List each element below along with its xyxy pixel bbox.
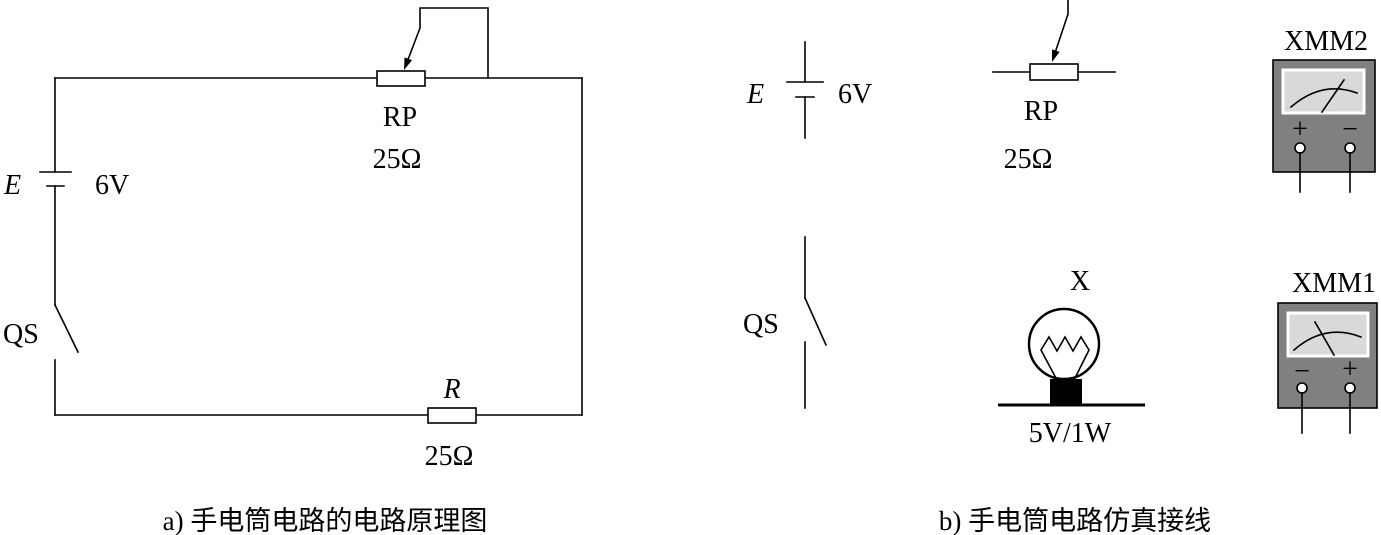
resistor-a-body xyxy=(427,407,477,424)
potentiometer-b-wiper-arrow xyxy=(1052,49,1060,62)
lamp-x: X 5V/1W xyxy=(998,266,1145,449)
multimeter-xmm1-left-terminal-sign: − xyxy=(1294,356,1310,387)
multimeter-xmm2-left-terminal xyxy=(1294,142,1306,154)
lamp-filament xyxy=(1040,335,1090,382)
multimeter-xmm2: XMM2 + − xyxy=(1272,26,1376,193)
multimeter-xmm1-name: XMM1 xyxy=(1292,268,1376,299)
lamp-rating: 5V/1W xyxy=(1029,418,1112,449)
panel-b-simulation: E 6V RP 25Ω XMM2 + − QS X xyxy=(743,0,1378,535)
potentiometer-a-body xyxy=(376,70,426,87)
caption-b: b) 手电筒电路仿真接线 xyxy=(939,506,1211,535)
resistor-a-value: 25Ω xyxy=(425,441,474,472)
potentiometer-a-name: RP xyxy=(383,102,417,133)
multimeter-xmm2-scale-arc xyxy=(1289,87,1359,109)
switch-b-blade xyxy=(803,296,828,347)
multimeter-xmm1-needle xyxy=(1313,320,1336,357)
multimeter-xmm2-right-terminal-sign: − xyxy=(1342,114,1358,145)
multimeter-xmm1-right-terminal xyxy=(1344,382,1356,394)
multimeter-xmm1-left-terminal xyxy=(1296,382,1308,394)
multimeter-xmm2-right-terminal xyxy=(1344,142,1356,154)
switch-a-name: QS xyxy=(3,319,39,350)
potentiometer-b-name: RP xyxy=(1024,96,1058,127)
potentiometer-b-value: 25Ω xyxy=(1004,144,1053,175)
battery-b-value: 6V xyxy=(838,79,872,110)
switch-b-name: QS xyxy=(743,309,779,340)
battery-a-value: 6V xyxy=(95,170,129,201)
caption-a: a) 手电筒电路的电路原理图 xyxy=(163,506,488,535)
panel-a-schematic: RP 25Ω E 6V QS R 25Ω a) 手电筒电路的电路原理图 xyxy=(3,7,583,535)
potentiometer-a-value: 25Ω xyxy=(373,144,422,175)
lamp-base xyxy=(1050,379,1082,405)
multimeter-xmm2-name: XMM2 xyxy=(1284,26,1368,57)
switch-a-blade xyxy=(53,303,80,354)
multimeter-xmm1-right-terminal-sign: + xyxy=(1342,354,1358,385)
potentiometer-a-wiper-arrow xyxy=(404,57,412,70)
lamp-name: X xyxy=(1070,266,1090,297)
resistor-a-name: R xyxy=(442,374,460,405)
battery-a-symbol: E xyxy=(3,170,21,201)
multimeter-xmm2-left-terminal-sign: + xyxy=(1292,114,1308,145)
potentiometer-b-wiper xyxy=(1054,0,1069,52)
multimeter-xmm2-needle xyxy=(1320,78,1346,114)
battery-b-symbol: E xyxy=(746,79,764,110)
lamp-bulb xyxy=(1027,307,1101,381)
multimeter-xmm1-scale-arc xyxy=(1292,331,1363,352)
potentiometer-a-wiper xyxy=(407,7,489,79)
multimeter-xmm1: XMM1 − + xyxy=(1277,268,1378,434)
potentiometer-b-body xyxy=(1029,63,1079,81)
